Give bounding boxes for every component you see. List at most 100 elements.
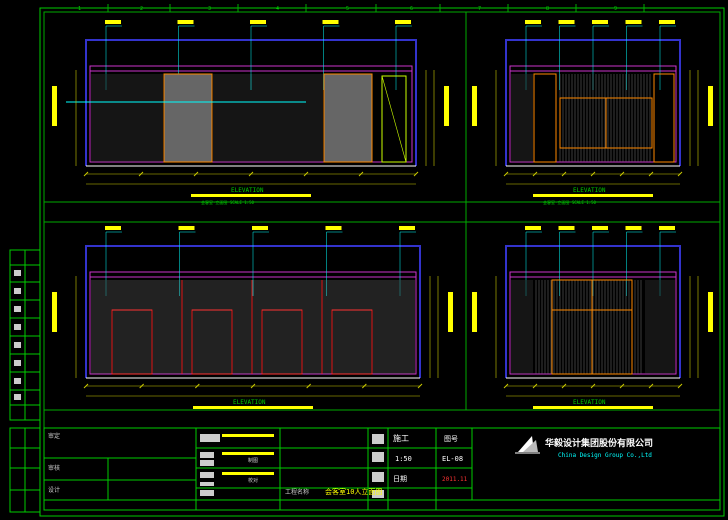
grid-number: 8	[546, 6, 549, 12]
dim-tick	[193, 171, 199, 177]
dim-tick	[358, 171, 364, 177]
callout-tag	[178, 226, 195, 230]
callout-tag	[250, 20, 266, 24]
height-marker-right	[708, 86, 713, 126]
elevation-1: ELEVATION 会客室·立面图 SCALE 1:50	[52, 20, 449, 205]
callout-tag	[592, 20, 608, 24]
elevation-caption: ELEVATION	[231, 187, 264, 194]
callout-tag	[525, 226, 541, 230]
height-marker-right	[708, 292, 713, 332]
elevation-caption: ELEVATION	[573, 399, 606, 406]
elevation-2: ELEVATION 会客室·立面图 SCALE 1:50	[472, 20, 713, 205]
title-block-yellow-bars	[222, 434, 274, 475]
revision-marks	[14, 270, 21, 400]
height-marker-right	[444, 86, 449, 126]
elevation-caption: ELEVATION	[233, 399, 266, 406]
callout-tag	[659, 226, 675, 230]
sheet-value: EL-08	[442, 455, 463, 463]
door-swing	[381, 75, 407, 163]
grid-number: 3	[208, 6, 211, 12]
elevation-3: ELEVATION	[52, 226, 453, 409]
dim-tick	[503, 383, 509, 389]
dim-tick	[648, 383, 654, 389]
callout-tag	[105, 20, 121, 24]
dim-tick	[361, 383, 367, 389]
caption-bar	[193, 406, 313, 409]
callout-tag	[395, 20, 411, 24]
grid-number: 7	[478, 6, 481, 12]
company-name-en: China Design Group Co.,Ltd	[558, 452, 652, 459]
dim-tick	[648, 171, 654, 177]
callout-tag	[558, 20, 575, 24]
callout-tag	[592, 226, 608, 230]
audit-label: 审核	[48, 464, 60, 472]
callout-tag	[558, 226, 575, 230]
callout-tag	[177, 20, 194, 24]
dim-tick	[503, 171, 509, 177]
panel-grey-1	[163, 73, 213, 163]
caption-bar	[533, 406, 653, 409]
sheet-label: 图号	[444, 435, 458, 443]
dim-tick	[590, 383, 596, 389]
door-frame	[381, 75, 407, 163]
check-label: 校对	[248, 477, 258, 484]
grid-reference-numbers: 1 2 3 4 5 6 7 8 9	[78, 4, 645, 12]
dim-tick	[248, 171, 254, 177]
design-label: 设计	[48, 486, 60, 494]
orange-panel	[533, 73, 557, 163]
window-frame	[191, 309, 233, 375]
dim-tick	[83, 171, 89, 177]
dim-tick	[306, 383, 312, 389]
callout-tag	[625, 20, 642, 24]
date-label: 日期	[393, 475, 407, 483]
height-marker-right	[448, 292, 453, 332]
stage-value: 施工	[393, 433, 409, 443]
drawing-name: 会客室10人立面图	[325, 487, 382, 496]
elevation-subcaption: 会客室·立面图 SCALE 1:50	[201, 199, 254, 205]
dim-tick	[417, 383, 423, 389]
caption-bar	[191, 194, 311, 197]
company-name-cn: 华毅设计集团股份有限公司	[545, 437, 653, 449]
height-marker-left	[52, 292, 57, 332]
grid-number: 9	[614, 6, 617, 12]
dim-tick	[619, 171, 625, 177]
dim-tick	[139, 383, 145, 389]
window-frame	[261, 309, 303, 375]
window-frame	[331, 309, 373, 375]
grid-number: 5	[346, 6, 349, 12]
elevation-caption: ELEVATION	[573, 187, 606, 194]
callout-tag	[525, 20, 541, 24]
grid-number: 2	[140, 6, 143, 12]
date-value: 2011.11	[442, 476, 468, 483]
callout-tag	[625, 226, 642, 230]
dim-tick	[303, 171, 309, 177]
dim-tick	[532, 383, 538, 389]
dim-tick	[532, 171, 538, 177]
elevation-4: ELEVATION	[472, 226, 713, 409]
dim-tick	[83, 383, 89, 389]
title-block: 审定 审核 设计 制图 校对 工程名称 会客室10人立面图 施工 1:50 日期…	[43, 427, 721, 511]
grid-number: 4	[276, 6, 279, 12]
scale-value: 1:50	[395, 455, 412, 463]
title-block-field-marks	[200, 434, 384, 498]
grid-number: 1	[78, 6, 81, 12]
window-frame	[111, 309, 153, 375]
dim-tick	[590, 171, 596, 177]
callout-tag	[105, 226, 121, 230]
dim-tick	[413, 171, 419, 177]
height-marker-left	[52, 86, 57, 126]
callout-tag	[322, 20, 339, 24]
grid-number: 6	[410, 6, 413, 12]
orange-panel	[653, 73, 675, 163]
dim-tick	[561, 171, 567, 177]
elevation-subcaption: 会客室·立面图 SCALE 1:50	[543, 199, 596, 205]
height-marker-left	[472, 292, 477, 332]
dim-tick	[619, 383, 625, 389]
panel-grey-2	[323, 73, 373, 163]
callout-tag	[252, 226, 268, 230]
project-label: 工程名称	[285, 488, 309, 496]
left-margin-table	[9, 427, 41, 513]
